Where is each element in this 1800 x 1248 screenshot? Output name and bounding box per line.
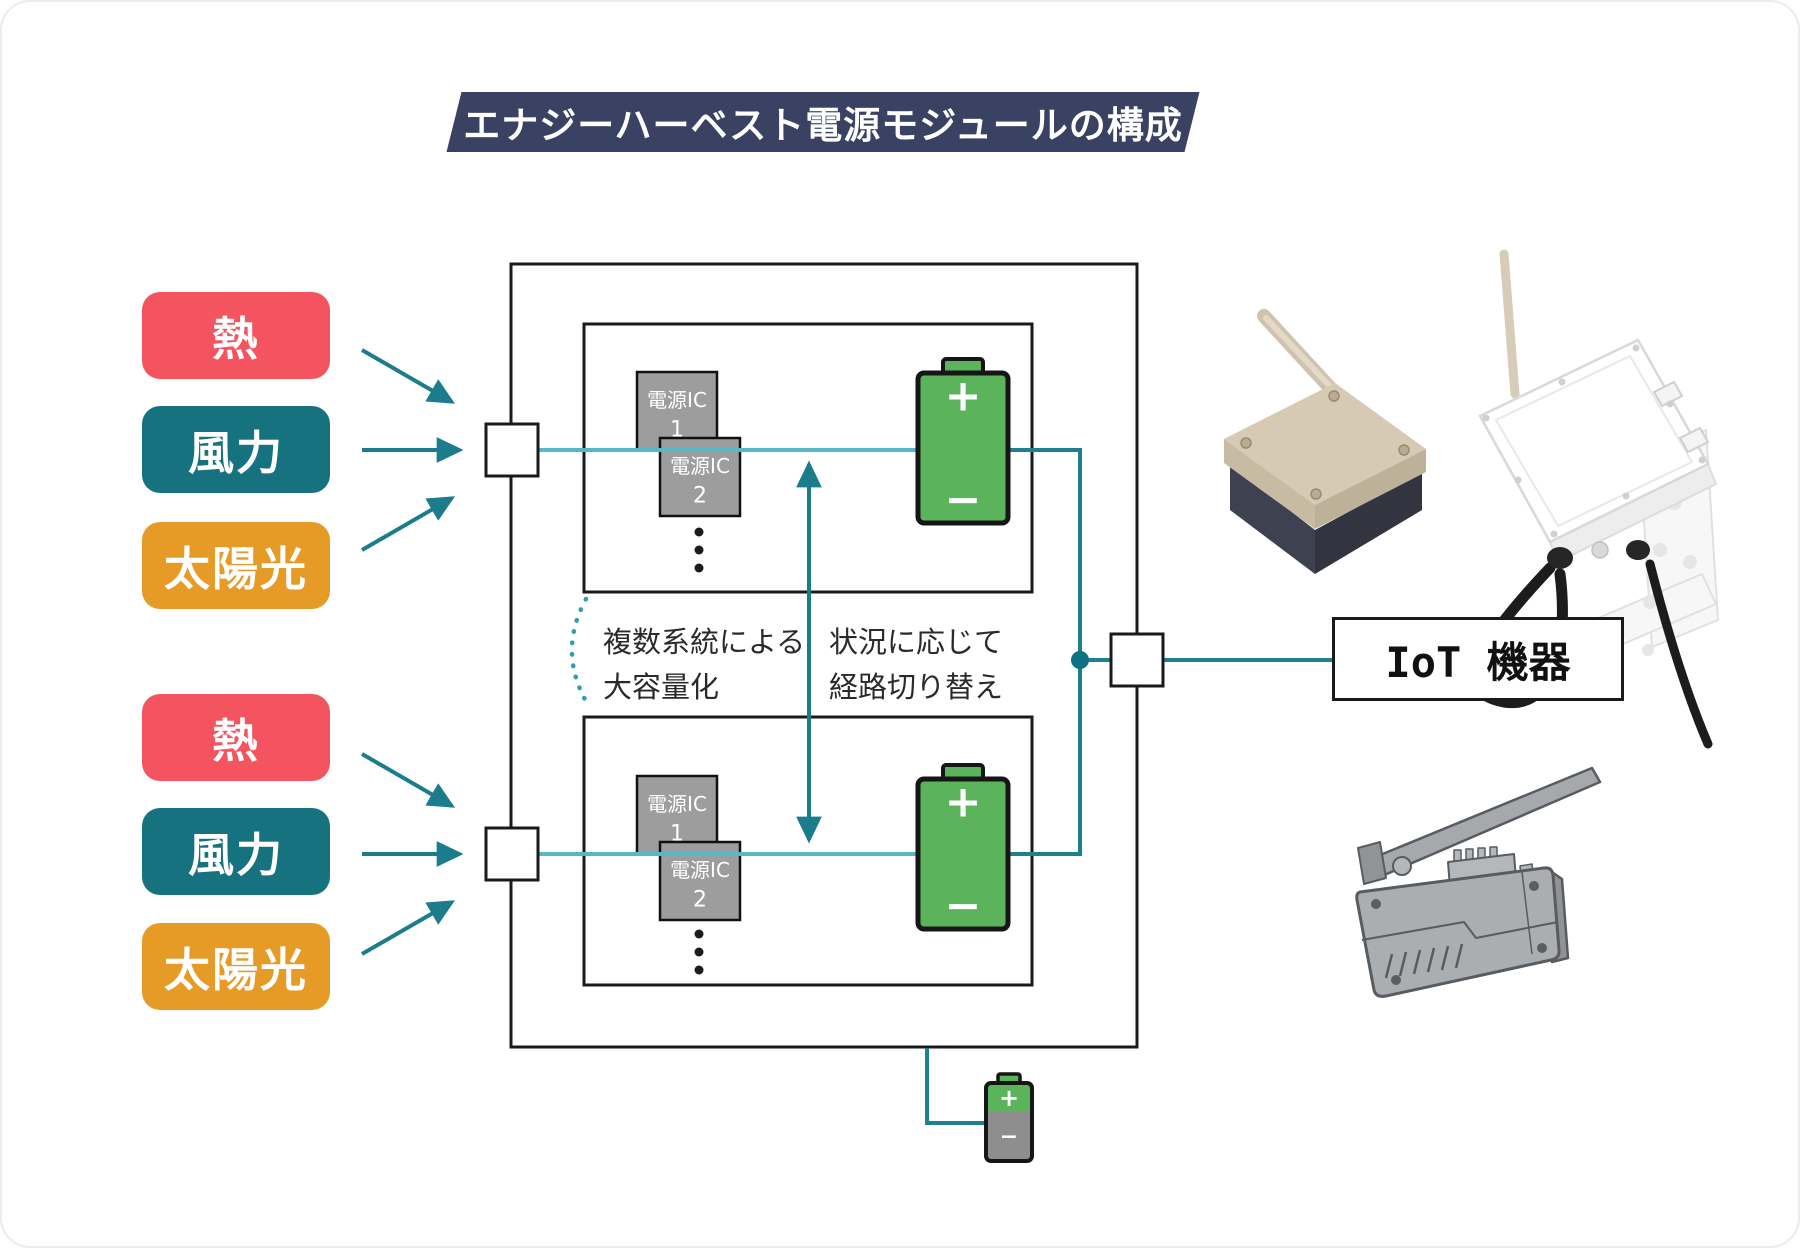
source-label-text: 太陽光: [164, 541, 308, 596]
wire-junction-dot: [1071, 651, 1089, 669]
battery-plus-sign: +: [945, 371, 982, 422]
battery-minus-sign: −: [945, 881, 982, 932]
source-label-heat-lower: 熱: [142, 694, 330, 781]
wire-lower-to-junction: [1007, 660, 1082, 856]
arrow-solar-lower: [360, 900, 456, 956]
iot-device-box: IoT 機器: [1332, 617, 1624, 701]
source-label-solar-lower: 太陽光: [142, 923, 330, 1010]
power-ic1-number: 1: [670, 418, 684, 443]
page-title: エナジーハーベスト電源モジュールの構成: [463, 104, 1183, 147]
source-label-text: 風力: [188, 827, 284, 882]
annotation-switching: 状況に応じて 経路切り替え: [829, 620, 1003, 710]
battery-minus-sign: −: [1000, 1125, 1018, 1150]
source-label-text: 熱: [212, 311, 260, 366]
wire-upper-to-junction: [1007, 448, 1082, 660]
source-label-wind-upper: 風力: [142, 406, 330, 493]
annotation-capacity: 複数系統による 大容量化: [603, 620, 805, 710]
more-ics-ellipsis: [694, 929, 704, 975]
power-ic2-label: 電源IC: [670, 454, 730, 478]
source-label-text: 太陽光: [164, 942, 308, 997]
iot-device-label: IoT 機器: [1385, 637, 1571, 687]
connector-terminals: [484, 422, 1165, 882]
title-banner: エナジーハーベスト電源モジュールの構成: [454, 92, 1192, 152]
power-ic2-label: 電源IC: [670, 858, 730, 882]
battery-minus-sign: −: [945, 475, 982, 526]
output-terminal: [1109, 632, 1165, 688]
battery-icon-small: + −: [984, 1072, 1034, 1163]
power-ic2-number: 2: [693, 888, 707, 913]
battery-icon-lower: + −: [915, 763, 1011, 932]
power-ic1-label: 電源IC: [647, 388, 707, 412]
input-arrows: [360, 348, 464, 956]
power-ic1-number: 1: [670, 822, 684, 847]
battery-plus-sign: +: [945, 777, 982, 828]
source-label-text: 熱: [212, 713, 260, 768]
arrow-heat-lower: [360, 752, 456, 808]
power-ic-group-lower: 電源IC 1 電源IC 2: [635, 774, 742, 975]
source-label-wind-lower: 風力: [142, 808, 330, 895]
input-terminal-lower: [484, 826, 540, 882]
battery-icon-upper: + −: [915, 357, 1011, 526]
arrow-heat-upper: [360, 348, 456, 404]
power-ic-group-upper: 電源IC 1 電源IC 2: [635, 370, 742, 573]
iot-device-photo-sensor-box: [1224, 309, 1426, 574]
arrow-solar-upper: [360, 496, 456, 552]
power-ic1-label: 電源IC: [647, 792, 707, 816]
annotation-switching-line1: 状況に応じて: [829, 625, 1004, 659]
power-ic2-number: 2: [693, 484, 707, 509]
source-label-heat-upper: 熱: [142, 292, 330, 379]
dotted-brace: [569, 596, 593, 711]
source-label-text: 風力: [188, 425, 284, 480]
wire-to-backup-battery: [925, 1048, 985, 1125]
more-ics-ellipsis: [694, 527, 704, 573]
annotation-capacity-line2: 大容量化: [603, 670, 720, 704]
source-label-solar-upper: 太陽光: [142, 522, 330, 609]
iot-device-illustration-transmitter: [1355, 766, 1602, 998]
annotation-switching-line2: 経路切り替え: [829, 670, 1004, 704]
annotation-capacity-line1: 複数系統による: [603, 625, 806, 659]
input-terminal-upper: [484, 422, 540, 478]
battery-plus-sign: +: [999, 1084, 1019, 1112]
